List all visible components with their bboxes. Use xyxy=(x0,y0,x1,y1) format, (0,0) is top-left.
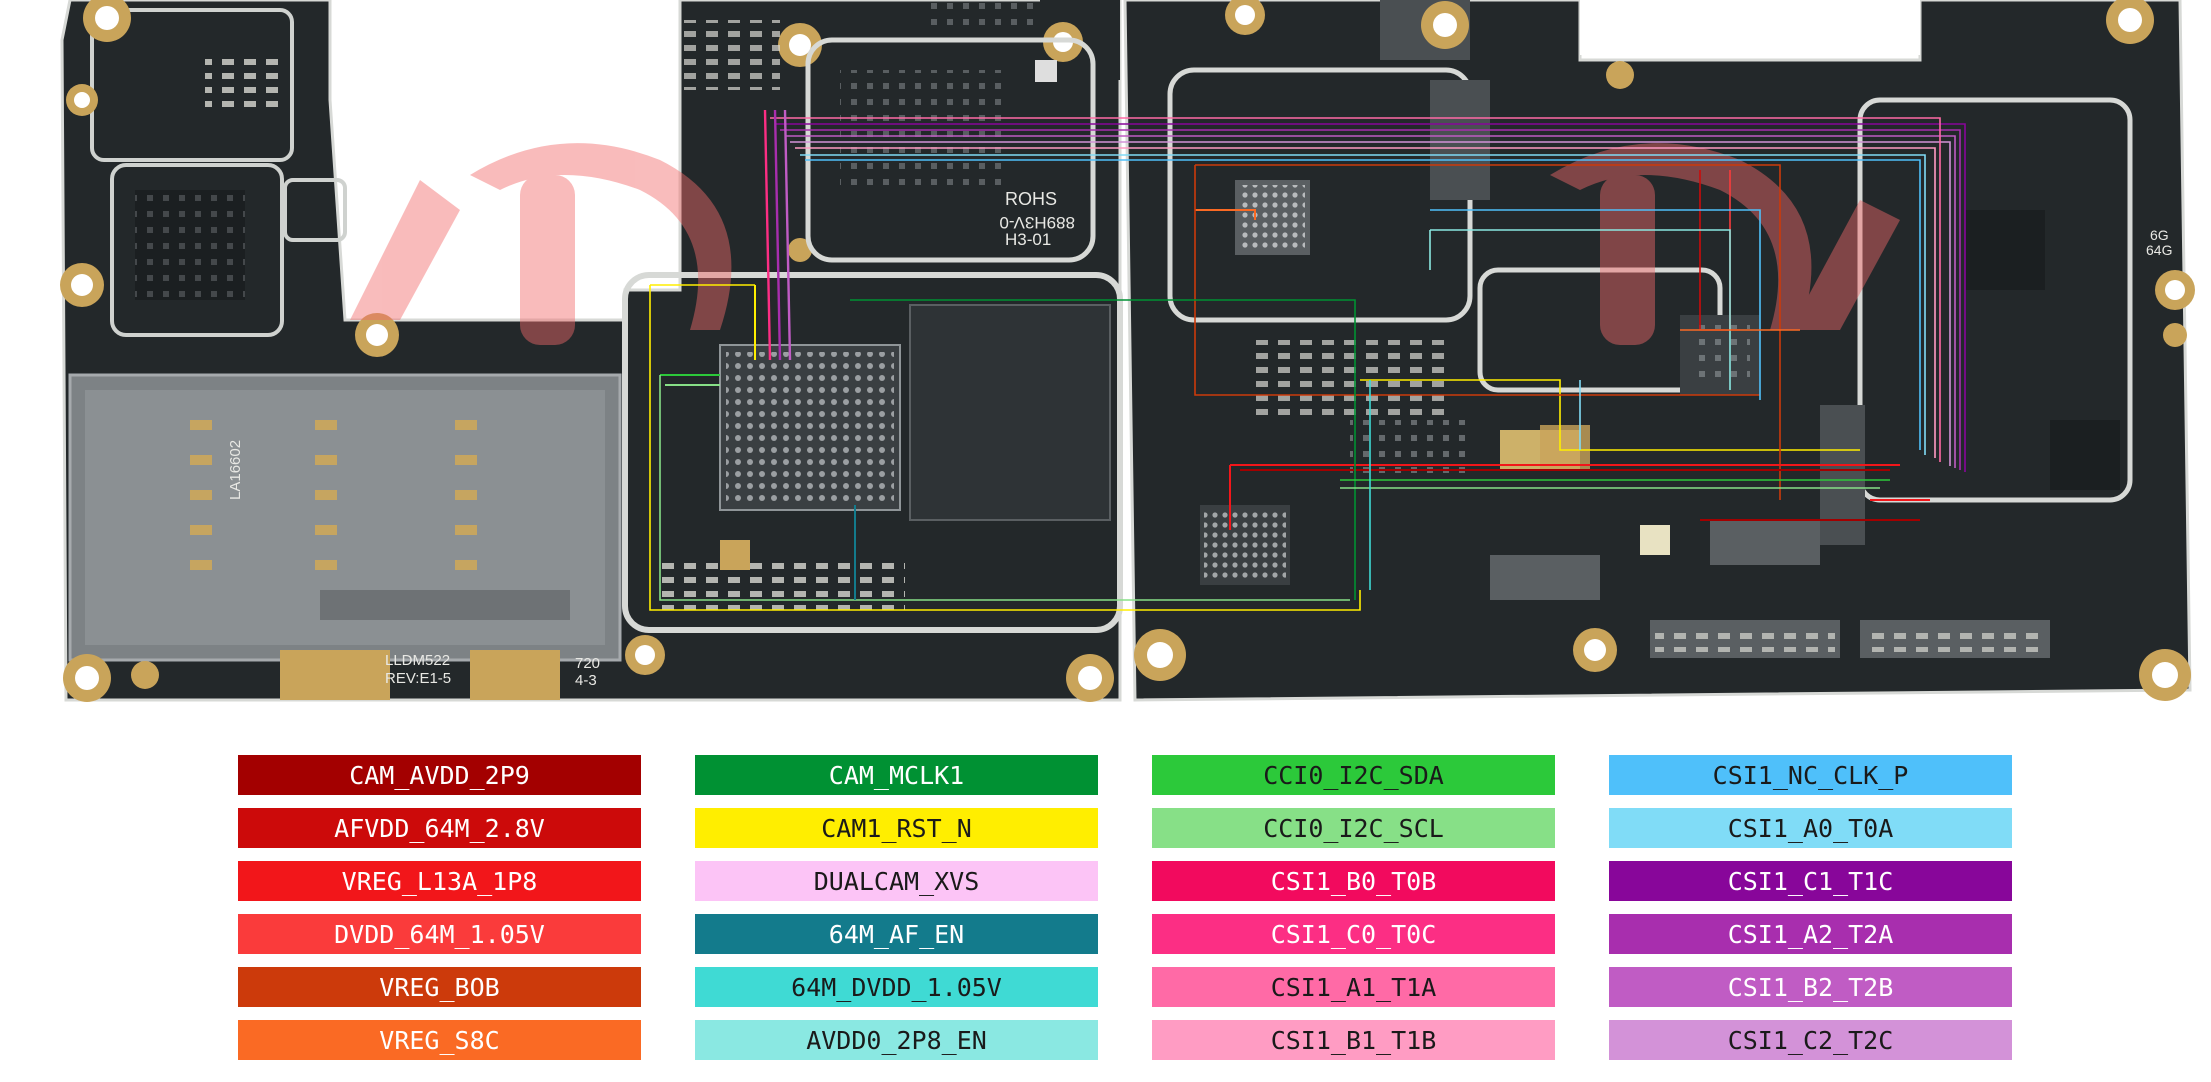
legend-chip: DUALCAM_XVS xyxy=(695,861,1098,901)
legend-chip: CSI1_B2_T2B xyxy=(1609,967,2012,1007)
silk-64g: 64G xyxy=(2146,242,2172,258)
signal-traces xyxy=(649,109,1966,611)
legend-chip: CSI1_C1_T1C xyxy=(1609,861,2012,901)
silk-h3-01: H3-01 xyxy=(1005,230,1051,249)
legend-chip: CAM_AVDD_2P9 xyxy=(238,755,641,795)
legend-chip: CSI1_A0_T0A xyxy=(1609,808,2012,848)
legend-chip: CSI1_C0_T0C xyxy=(1152,914,1555,954)
legend-chip: CSI1_NC_CLK_P xyxy=(1609,755,2012,795)
legend-chip: VREG_BOB xyxy=(238,967,641,1007)
legend-chip: CSI1_B0_T0B xyxy=(1152,861,1555,901)
legend-chip: CSI1_A1_T1A xyxy=(1152,967,1555,1007)
right-board xyxy=(1123,0,2195,702)
legend-chip: DVDD_64M_1.05V xyxy=(238,914,641,954)
watermark xyxy=(350,143,1900,345)
pcb-board-svg: ROHS 889H3V-0 H3-01 LLDM522 REV:E1-5 LA1… xyxy=(60,0,2195,702)
silk-889h3v: 889H3V-0 xyxy=(999,213,1075,232)
legend-chip: AVDD0_2P8_EN xyxy=(695,1020,1098,1060)
legend-chip: CAM_MCLK1 xyxy=(695,755,1098,795)
left-board xyxy=(60,0,1123,702)
legend-chip: VREG_S8C xyxy=(238,1020,641,1060)
legend-chip: 64M_DVDD_1.05V xyxy=(695,967,1098,1007)
board-silkscreen: ROHS 889H3V-0 H3-01 LLDM522 REV:E1-5 LA1… xyxy=(227,189,2172,689)
legend-chip: CSI1_A2_T2A xyxy=(1609,914,2012,954)
legend-chip: VREG_L13A_1P8 xyxy=(238,861,641,901)
legend-chip: CCI0_I2C_SCL xyxy=(1152,808,1555,848)
legend-chip: CSI1_B1_T1B xyxy=(1152,1020,1555,1060)
legend-chip: CAM1_RST_N xyxy=(695,808,1098,848)
silk-4-3: 4-3 xyxy=(575,672,597,689)
silk-6g: 6G xyxy=(2150,227,2169,243)
legend-chip: CSI1_C2_T2C xyxy=(1609,1020,2012,1060)
silk-la16602: LA16602 xyxy=(227,440,244,500)
legend-chip: CCI0_I2C_SDA xyxy=(1152,755,1555,795)
silk-720: 720 xyxy=(575,655,600,672)
silk-lldm522: LLDM522 xyxy=(385,652,450,669)
silk-rev: REV:E1-5 xyxy=(385,670,451,687)
legend-chip: 64M_AF_EN xyxy=(695,914,1098,954)
pcb-board-photo: ROHS 889H3V-0 H3-01 LLDM522 REV:E1-5 LA1… xyxy=(60,0,2195,702)
legend-chip: AFVDD_64M_2.8V xyxy=(238,808,641,848)
silk-rohs: ROHS xyxy=(1005,189,1057,209)
